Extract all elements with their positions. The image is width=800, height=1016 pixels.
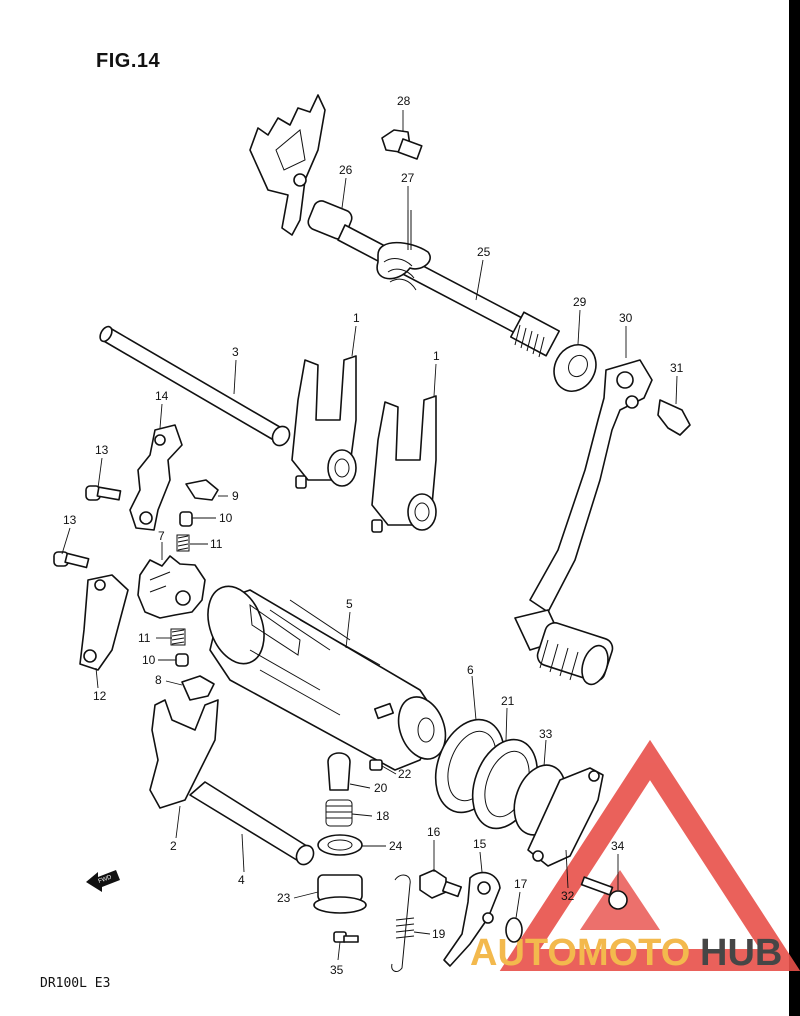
spring-11b — [170, 628, 186, 646]
shift-shaft-arm — [249, 94, 326, 236]
callout-numbers: 28 26 27 25 29 30 31 1 1 3 14 13 9 10 11… — [63, 94, 684, 977]
callout-14: 14 — [155, 389, 169, 403]
page-edge-bar — [789, 0, 800, 1016]
pawl-8 — [181, 675, 215, 701]
callout-23: 23 — [277, 891, 291, 905]
bolt-31 — [657, 399, 691, 436]
automotohub-watermark: AUTOMOTO HUB — [470, 739, 800, 974]
screw-34 — [580, 876, 628, 910]
callout-24: 24 — [389, 839, 403, 853]
callout-26: 26 — [339, 163, 353, 177]
callout-35: 35 — [330, 963, 344, 977]
watermark-triangle-outer — [499, 739, 800, 971]
arm-15 — [443, 871, 501, 967]
return-spring-19 — [391, 874, 415, 972]
callout-11b: 11 — [138, 631, 151, 645]
callout-7: 7 — [158, 529, 165, 543]
fork-shaft-3 — [99, 325, 291, 447]
model-code: DR100L E3 — [40, 976, 111, 991]
fork-shaft-4 — [189, 781, 315, 866]
bolt-13a — [85, 485, 122, 501]
callout-1a: 1 — [353, 311, 360, 325]
neutral-pin-22 — [369, 759, 383, 771]
callout-5: 5 — [346, 597, 353, 611]
callout-33: 33 — [539, 727, 553, 741]
callout-13b: 13 — [63, 513, 77, 527]
callout-6: 6 — [467, 663, 474, 677]
screw-35 — [333, 931, 359, 943]
callout-12: 12 — [93, 689, 107, 703]
pin-10b — [175, 653, 189, 667]
spring-11a — [176, 534, 190, 552]
callout-31: 31 — [670, 361, 684, 375]
callout-28: 28 — [397, 94, 411, 108]
callout-10b: 10 — [142, 653, 156, 667]
callout-18: 18 — [376, 809, 390, 823]
shift-fork-1b — [371, 395, 437, 533]
callout-34: 34 — [611, 839, 625, 853]
plate-12 — [79, 574, 129, 671]
gear-shift-shaft-assembly — [249, 94, 561, 358]
callout-30: 30 — [619, 311, 633, 325]
cover-plate-32 — [527, 767, 604, 867]
callout-1b: 1 — [433, 349, 440, 363]
spring-18 — [325, 799, 353, 827]
cam-driven-gear-7 — [137, 555, 206, 619]
gearshift-pedal-30 — [514, 359, 691, 686]
gearshift-cam-drum-5 — [207, 585, 447, 771]
bolt-13b — [53, 551, 90, 569]
callout-27: 27 — [401, 171, 415, 185]
callout-20: 20 — [374, 781, 388, 795]
fwd-arrow-icon: FWD — [86, 870, 120, 892]
callout-4: 4 — [238, 873, 245, 887]
leader-lines — [61, 110, 678, 961]
callout-2: 2 — [170, 839, 177, 853]
callout-19: 19 — [432, 927, 446, 941]
plug-23 — [313, 874, 367, 914]
callout-8: 8 — [155, 673, 162, 687]
figure-title: FIG.14 — [96, 50, 161, 72]
washer-24 — [317, 834, 363, 856]
callout-29: 29 — [573, 295, 587, 309]
callout-11a: 11 — [210, 537, 223, 551]
contact-20 — [327, 752, 351, 791]
shift-shaft-25 — [337, 224, 546, 346]
watermark-text-hub: HUB — [700, 932, 782, 974]
callout-21: 21 — [501, 694, 515, 708]
callout-16: 16 — [427, 825, 441, 839]
pin-10a — [179, 511, 193, 527]
stopper-plate-14 — [129, 424, 183, 531]
watermark-text-main: AUTOMOTO — [470, 932, 690, 974]
bolt-16 — [419, 869, 463, 899]
callout-3: 3 — [232, 345, 239, 359]
callout-13a: 13 — [95, 443, 109, 457]
callout-9: 9 — [232, 489, 239, 503]
washer-17 — [505, 917, 523, 943]
shift-fork-2 — [149, 699, 219, 809]
callout-25: 25 — [477, 245, 491, 259]
callout-10a: 10 — [219, 511, 233, 525]
callout-32: 32 — [561, 889, 575, 903]
callout-15: 15 — [473, 837, 487, 851]
pawl-9 — [185, 479, 219, 501]
oil-seal-29 — [553, 344, 597, 392]
shift-fork-1a — [291, 355, 357, 489]
callout-22: 22 — [398, 767, 412, 781]
fwd-label: FWD — [98, 874, 114, 885]
callout-17: 17 — [514, 877, 528, 891]
